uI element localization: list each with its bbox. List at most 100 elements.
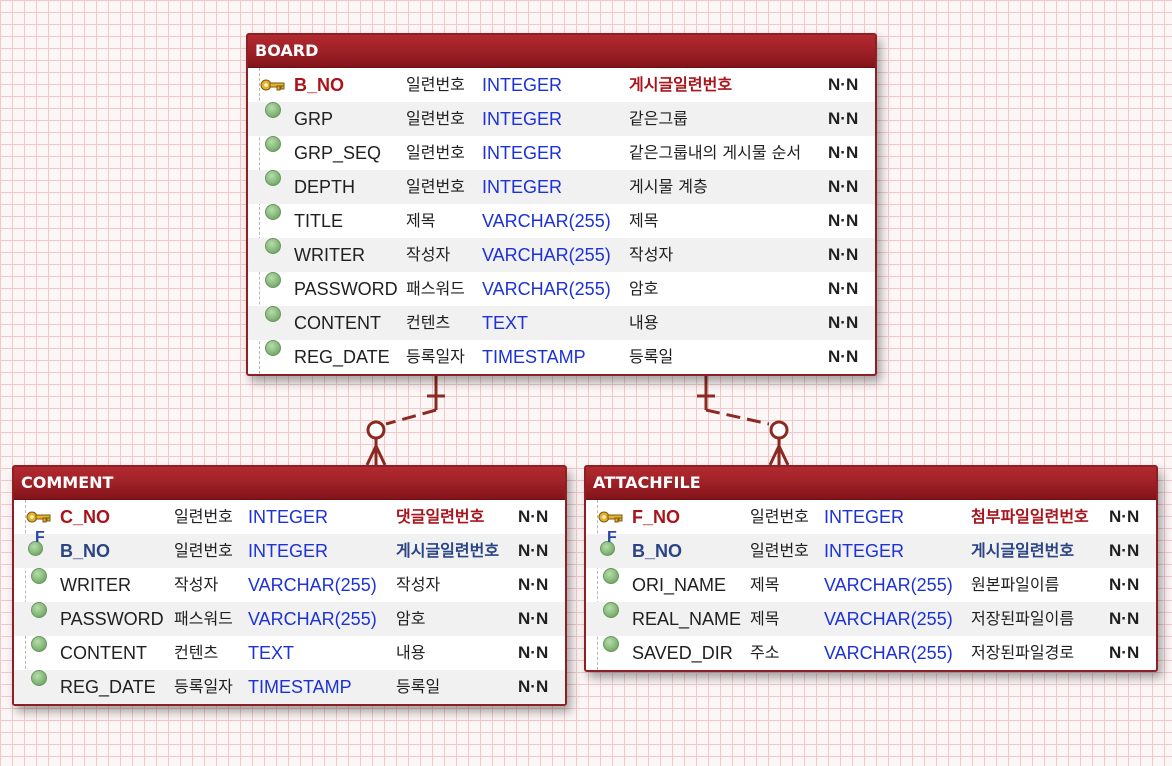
logical-name: 일련번호 <box>406 143 465 162</box>
data-type: VARCHAR(255) <box>248 609 377 629</box>
data-type: VARCHAR(255) <box>824 575 953 595</box>
logical-name: 작성자 <box>174 575 219 594</box>
zero-circle <box>769 420 789 440</box>
column-name: REAL_NAME <box>632 609 742 629</box>
column-name: B_NO <box>60 541 111 561</box>
not-null-flag: N·N <box>828 279 859 298</box>
column-comment: 등록일 <box>396 677 441 696</box>
column-comment: 작성자 <box>396 575 441 594</box>
column-comment: 댓글일련번호 <box>396 507 485 526</box>
data-type: VARCHAR(255) <box>482 245 611 265</box>
column-comment: 원본파일이름 <box>971 575 1060 594</box>
logical-name: 등록일자 <box>174 677 233 696</box>
primary-key-icon <box>26 500 51 534</box>
column-comment: 암호 <box>629 279 659 298</box>
column-dot-icon <box>260 204 281 238</box>
column-dot-icon <box>260 272 281 306</box>
data-type: INTEGER <box>824 541 905 561</box>
column-name: C_NO <box>60 507 111 527</box>
logical-name: 일련번호 <box>174 507 233 526</box>
data-type: INTEGER <box>482 143 563 163</box>
column-comment: 제목 <box>629 211 659 230</box>
not-null-flag: N·N <box>518 541 549 560</box>
logical-name: 제목 <box>750 575 780 594</box>
logical-name: 제목 <box>406 211 436 230</box>
column-name: B_NO <box>632 541 683 561</box>
column-dot-icon <box>598 602 619 636</box>
column-name: DEPTH <box>294 177 356 197</box>
data-type: VARCHAR(255) <box>824 643 953 663</box>
data-type: TEXT <box>482 313 529 333</box>
foreign-key-icon: F <box>26 529 46 568</box>
logical-name: 작성자 <box>406 245 451 264</box>
data-type: VARCHAR(255) <box>248 575 377 595</box>
data-type: INTEGER <box>482 177 563 197</box>
column-name: WRITER <box>294 245 365 265</box>
not-null-flag: N·N <box>828 109 859 128</box>
not-null-flag: N·N <box>518 507 549 526</box>
column-comment: 저장된파일이름 <box>971 609 1075 628</box>
primary-key-icon <box>598 500 623 534</box>
logical-name: 일련번호 <box>750 507 809 526</box>
crow-foot <box>768 445 781 466</box>
column-name: SAVED_DIR <box>632 643 733 663</box>
primary-key-icon <box>260 68 285 102</box>
column-comment: 저장된파일경로 <box>971 643 1075 662</box>
table-title[interactable]: COMMENT <box>14 467 565 500</box>
column-comment: 첨부파일일련번호 <box>971 507 1089 526</box>
column-comment: 같은그룹 <box>629 109 688 128</box>
table-title[interactable]: ATTACHFILE <box>586 467 1156 500</box>
zero-circle <box>366 420 386 440</box>
data-type: TIMESTAMP <box>482 347 586 367</box>
not-null-flag: N·N <box>1109 609 1140 628</box>
not-null-flag: N·N <box>518 609 549 628</box>
crow-foot <box>365 445 378 466</box>
crow-foot <box>374 445 387 466</box>
column-dot-icon <box>260 306 281 340</box>
data-type: TEXT <box>248 643 295 663</box>
column-comment: 내용 <box>629 313 659 332</box>
not-null-flag: N·N <box>828 313 859 332</box>
column-name: GRP_SEQ <box>294 143 382 163</box>
column-name: PASSWORD <box>294 279 398 299</box>
table-title[interactable]: BOARD <box>248 35 875 68</box>
column-dot-icon <box>260 136 281 170</box>
not-null-flag: N·N <box>828 75 859 94</box>
logical-name: 일련번호 <box>174 541 233 560</box>
logical-name: 제목 <box>750 609 780 628</box>
column-name: PASSWORD <box>60 609 164 629</box>
data-type: INTEGER <box>824 507 905 527</box>
column-comment: 같은그룹내의 게시물 순서 <box>629 143 802 162</box>
column-comment: 등록일 <box>629 347 674 366</box>
column-name: WRITER <box>60 575 131 595</box>
column-dot-icon <box>598 568 619 602</box>
relationship-dashed-line <box>385 408 437 426</box>
column-name: B_NO <box>294 75 345 95</box>
